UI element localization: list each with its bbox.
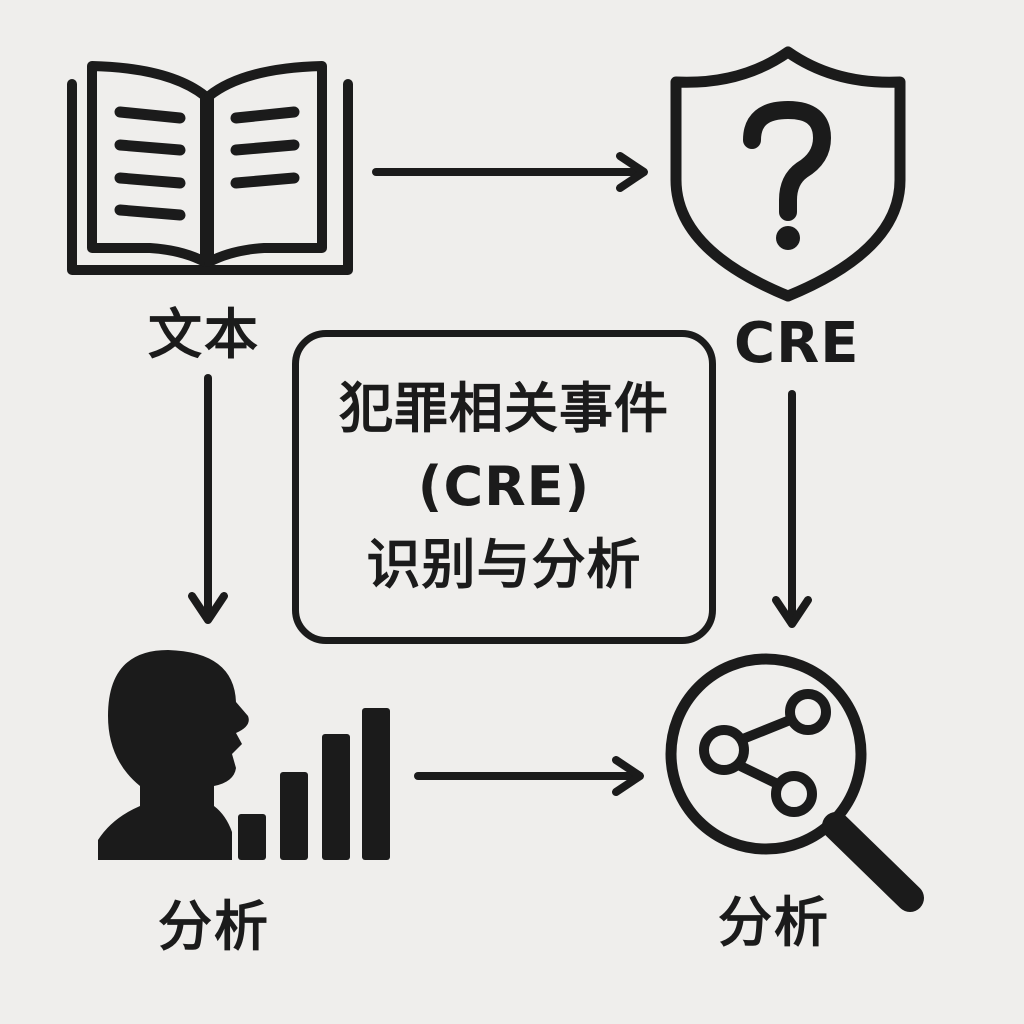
person-head-bar-chart-icon [98,650,390,860]
magnifier-network-icon [665,653,924,912]
analysis-right-label: 分析 [718,891,830,954]
central-title-box: 犯罪相关事件 (CRE) 识别与分析 [292,330,716,644]
center-title-line-2: (CRE) [417,455,591,518]
shield-question-icon [670,46,906,302]
center-title-line-3: 识别与分析 [366,533,642,596]
text-node-label: 文本 [148,303,260,366]
analysis-left-label: 分析 [158,895,270,958]
open-book-icon [67,61,353,275]
center-title-line-1: 犯罪相关事件 [339,377,669,440]
cre-node-label: CRE [734,311,860,376]
